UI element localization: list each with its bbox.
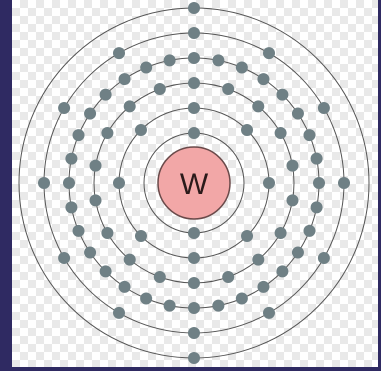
electron: [73, 129, 85, 141]
electron: [113, 307, 125, 319]
electron: [212, 300, 224, 312]
electron: [241, 230, 253, 242]
electron: [164, 300, 176, 312]
electron: [286, 194, 298, 206]
electron: [63, 177, 75, 189]
electron: [338, 177, 350, 189]
element-symbol: W: [180, 168, 209, 201]
electron: [90, 194, 102, 206]
electron: [84, 246, 96, 258]
electron: [188, 27, 200, 39]
electron: [101, 227, 113, 239]
electron: [275, 227, 287, 239]
electron: [101, 127, 113, 139]
electron: [188, 2, 200, 14]
electron: [292, 108, 304, 120]
diagram-canvas: W: [12, 0, 378, 367]
electron: [276, 265, 288, 277]
electron: [241, 124, 253, 136]
electron: [135, 124, 147, 136]
electron: [119, 281, 131, 293]
electron: [188, 302, 200, 314]
electron: [311, 153, 323, 165]
electron: [311, 201, 323, 213]
electron: [188, 52, 200, 64]
electron: [58, 102, 70, 114]
electron: [140, 62, 152, 74]
electron: [188, 77, 200, 89]
electron: [212, 54, 224, 66]
electron: [113, 47, 125, 59]
electron: [188, 327, 200, 339]
electron: [263, 177, 275, 189]
electron: [188, 102, 200, 114]
electron: [257, 281, 269, 293]
electron: [303, 225, 315, 237]
electron: [252, 254, 264, 266]
electron: [188, 252, 200, 264]
electron: [119, 73, 131, 85]
electron: [65, 153, 77, 165]
electron: [236, 292, 248, 304]
electron: [65, 201, 77, 213]
bohr-model-diagram: W: [12, 0, 378, 367]
electron: [73, 225, 85, 237]
electron: [286, 160, 298, 172]
electron: [100, 89, 112, 101]
electron: [38, 177, 50, 189]
electron: [263, 47, 275, 59]
electron: [113, 177, 125, 189]
electron: [257, 73, 269, 85]
electron: [188, 227, 200, 239]
electron: [188, 277, 200, 289]
electron: [188, 352, 200, 364]
electron: [58, 252, 70, 264]
nucleus: W: [158, 147, 230, 219]
electron: [313, 177, 325, 189]
electron: [84, 108, 96, 120]
electron: [236, 62, 248, 74]
electron: [222, 271, 234, 283]
electron: [154, 83, 166, 95]
electron: [252, 100, 264, 112]
electron: [140, 292, 152, 304]
electron: [100, 265, 112, 277]
electron: [318, 252, 330, 264]
electron: [154, 271, 166, 283]
electron: [275, 127, 287, 139]
electron: [188, 127, 200, 139]
electron: [276, 89, 288, 101]
electron: [164, 54, 176, 66]
electron: [135, 230, 147, 242]
electron: [124, 254, 136, 266]
electron: [303, 129, 315, 141]
electron: [124, 100, 136, 112]
electron: [222, 83, 234, 95]
electron: [263, 307, 275, 319]
electron: [90, 160, 102, 172]
electron: [292, 246, 304, 258]
electron: [318, 102, 330, 114]
